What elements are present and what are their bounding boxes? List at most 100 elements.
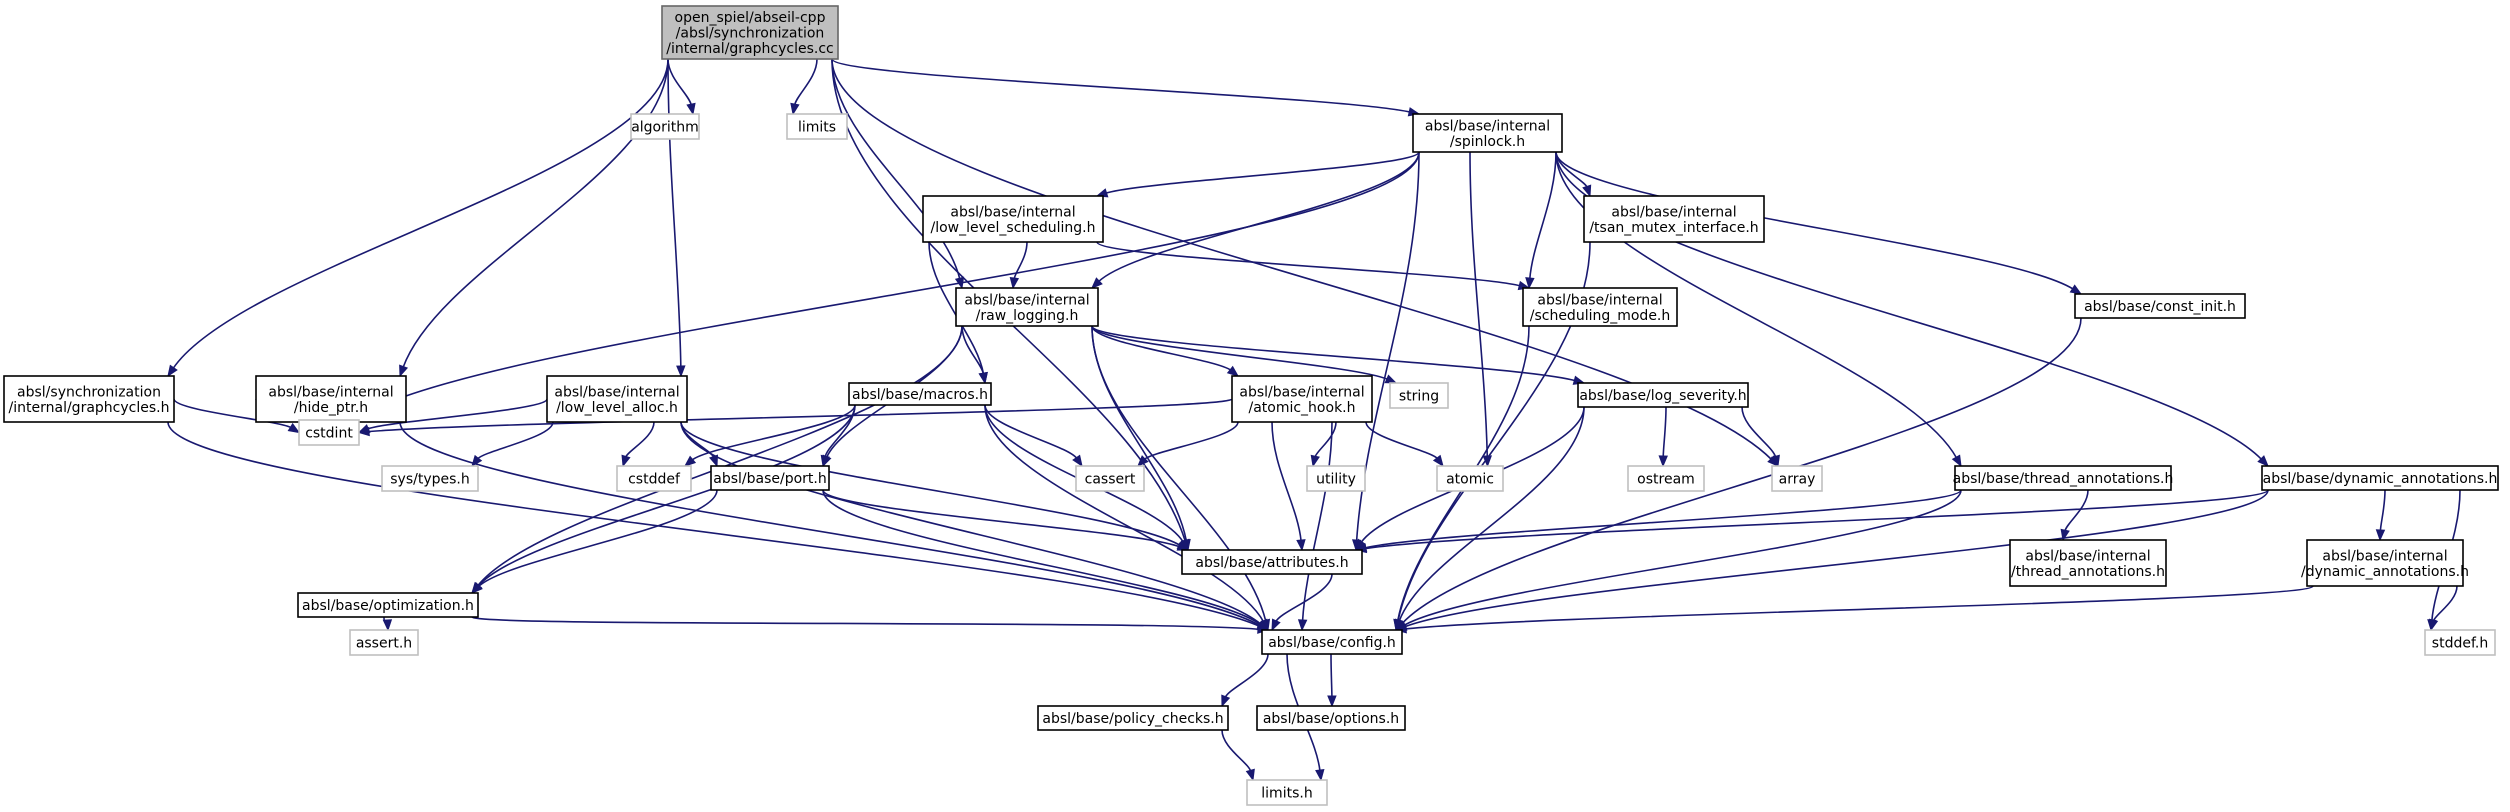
dependency-nodes: open_spiel/abseil-cpp/absl/synchronizati…: [3, 5, 2499, 806]
edge-line: [367, 398, 548, 430]
node-config[interactable]: absl/base/config.h: [1261, 629, 1403, 655]
edge-line: [1091, 325, 1267, 622]
node-label: absl/base/internal: [1537, 292, 1662, 308]
node-port[interactable]: absl/base/port.h: [710, 465, 830, 491]
node-box: [1037, 705, 1229, 731]
edge-macros-to-cassert: [984, 404, 1083, 468]
node-spinlock[interactable]: absl/base/internal/spinlock.h: [1412, 113, 1563, 153]
node-internal_thread_annotations[interactable]: absl/base/internal/thread_annotations.h: [2009, 539, 2167, 587]
node-box: [1412, 113, 1563, 153]
node-label: /absl/synchronization: [676, 26, 825, 42]
node-optimization[interactable]: absl/base/optimization.h: [297, 592, 479, 618]
node-box: [1246, 779, 1328, 806]
edge-root-to-low_level_alloc: [667, 58, 686, 378]
node-label: /tsan_mutex_interface.h: [1589, 220, 1758, 236]
node-box: [3, 375, 175, 423]
edge-arrowhead: [2375, 529, 2386, 542]
node-log_severity[interactable]: absl/base/log_severity.h: [1577, 382, 1749, 408]
node-box: [848, 382, 992, 406]
node-atomic_hook[interactable]: absl/base/internal/atomic_hook.h: [1231, 375, 1373, 423]
node-label: absl/base/thread_annotations.h: [1953, 471, 2174, 487]
edge-line: [173, 398, 292, 429]
node-label: cassert: [1085, 472, 1136, 488]
node-scheduling_mode[interactable]: absl/base/internal/scheduling_mode.h: [1522, 287, 1678, 327]
node-label: absl/base/internal: [2322, 548, 2447, 564]
node-label: /internal/graphcycles.cc: [666, 41, 833, 57]
edge-line: [667, 58, 682, 368]
edge-config-to-policy_checks: [1221, 653, 1269, 708]
edge-line: [961, 325, 985, 375]
edge-line: [1364, 489, 1962, 549]
node-thread_annotations[interactable]: absl/base/thread_annotations.h: [1953, 465, 2174, 491]
node-label: /thread_annotations.h: [2011, 564, 2165, 580]
node-low_level_alloc[interactable]: absl/base/internal/low_level_alloc.h: [546, 375, 688, 423]
edge-low_level_scheduling-to-raw_logging: [1009, 241, 1028, 290]
node-internal_dynamic_annotations[interactable]: absl/base/internal/dynamic_annotations.h: [2301, 539, 2469, 587]
node-dynamic_annotations[interactable]: absl/base/dynamic_annotations.h: [2261, 465, 2499, 491]
edge-macros-to-cstddef: [683, 404, 856, 467]
node-graphcycles_h[interactable]: absl/synchronization/internal/graphcycle…: [3, 375, 175, 423]
node-low_level_scheduling[interactable]: absl/base/internal/low_level_scheduling.…: [922, 195, 1104, 243]
edge-line: [477, 489, 718, 588]
node-label: absl/base/options.h: [1263, 711, 1399, 727]
edge-arrowhead: [790, 102, 800, 116]
node-cstdint: cstdint: [298, 419, 360, 446]
edge-spinlock-to-thread_annotations: [1555, 151, 1962, 468]
node-box: [297, 592, 479, 618]
edge-line: [2064, 489, 2089, 532]
edge-arrowhead: [357, 426, 370, 437]
node-box: [661, 5, 839, 60]
edge-low_level_scheduling-to-scheduling_mode: [1096, 241, 1531, 291]
node-algorithm: algorithm: [630, 113, 700, 140]
node-label: absl/base/internal: [554, 384, 679, 400]
node-box: [349, 629, 419, 656]
edge-spinlock-to-low_level_scheduling: [1095, 151, 1420, 198]
node-box: [2306, 539, 2464, 587]
edge-arrowhead: [1297, 619, 1308, 632]
node-label: cstdint: [305, 426, 353, 442]
edge-line: [1314, 421, 1337, 458]
node-label: absl/base/internal: [268, 384, 393, 400]
node-tsan_mutex_interface[interactable]: absl/base/internal/tsan_mutex_interface.…: [1583, 195, 1765, 243]
node-const_init[interactable]: absl/base/const_init.h: [2074, 293, 2246, 319]
edge-line: [691, 404, 856, 461]
node-raw_logging[interactable]: absl/base/internal/raw_logging.h: [955, 287, 1099, 327]
edge-atomic_hook-to-attributes: [1271, 421, 1306, 552]
edge-atomic_hook-to-cstdint: [357, 398, 1233, 437]
node-array: array: [1771, 465, 1823, 492]
edge-arrowhead: [621, 454, 631, 468]
edge-line: [1403, 489, 1962, 627]
edge-arrowhead: [2069, 284, 2083, 295]
edge-arrowhead: [471, 582, 483, 594]
node-attributes[interactable]: absl/base/attributes.h: [1181, 549, 1363, 575]
edge-spinlock-to-raw_logging: [1091, 151, 1420, 289]
edge-thread_annotations-to-attributes: [1354, 489, 1962, 553]
edge-line: [831, 58, 1411, 113]
node-label: ostream: [1637, 472, 1695, 488]
node-label: absl/base/internal: [1611, 204, 1736, 220]
node-hide_ptr[interactable]: absl/base/internal/hide_ptr.h: [255, 375, 407, 423]
node-box: [1522, 287, 1678, 327]
edge-raw_logging-to-atomic_hook: [1091, 325, 1240, 377]
node-box: [710, 465, 830, 491]
node-label: /raw_logging.h: [976, 308, 1079, 324]
node-macros[interactable]: absl/base/macros.h: [848, 382, 992, 406]
edge-line: [1469, 151, 1489, 458]
node-label: absl/base/optimization.h: [302, 598, 474, 614]
edge-line: [1741, 406, 1777, 458]
edge-line: [1275, 573, 1333, 623]
edge-root-to-graphcycles_h: [167, 58, 669, 378]
edge-line: [399, 421, 1261, 627]
node-box: [1954, 465, 2172, 491]
node-assert_h: assert.h: [349, 629, 419, 656]
edge-line: [1097, 151, 1420, 283]
edge-atomic_hook-to-config: [1297, 421, 1333, 632]
edge-attributes-to-config: [1271, 573, 1333, 632]
node-policy_checks[interactable]: absl/base/policy_checks.h: [1037, 705, 1229, 731]
node-box: [1261, 629, 1403, 655]
edge-macros-to-port: [820, 404, 856, 468]
edge-arrowhead: [1137, 455, 1149, 467]
edge-log_severity-to-ostream: [1658, 406, 1668, 468]
node-options[interactable]: absl/base/options.h: [1256, 705, 1406, 731]
